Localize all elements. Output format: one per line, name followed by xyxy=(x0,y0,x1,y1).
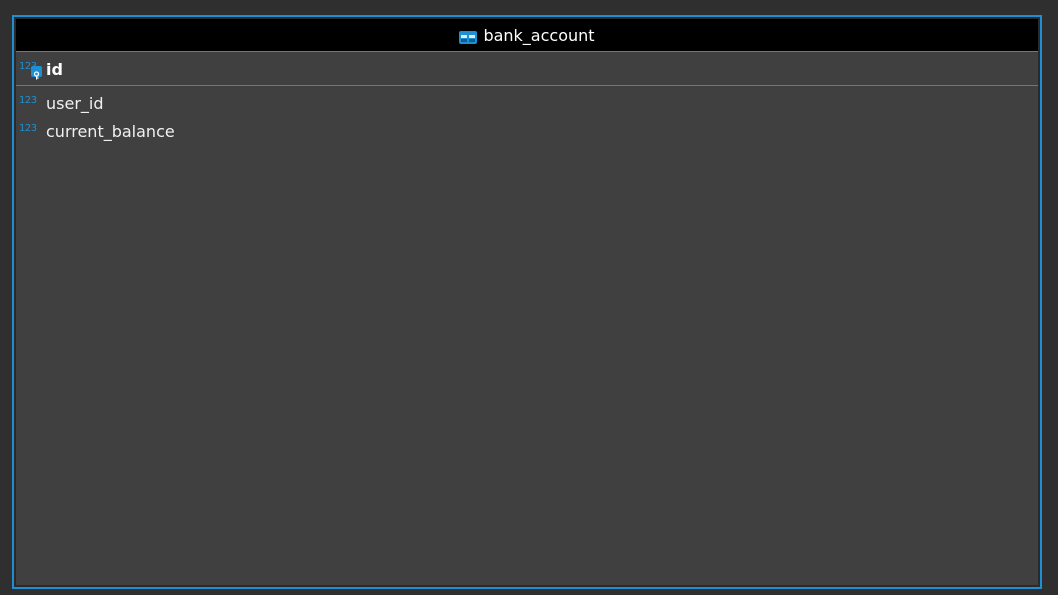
entity-title: bank_account xyxy=(483,25,595,45)
attribute-row[interactable]: 123 user_id xyxy=(16,89,1038,117)
primary-key-icon: 123 xyxy=(19,60,47,80)
numeric-type-icon: 123 xyxy=(19,94,47,112)
attribute-name: current_balance xyxy=(46,121,175,141)
primary-key-row[interactable]: 123 id xyxy=(16,53,1038,86)
entity-title-bar[interactable]: bank_account xyxy=(16,19,1038,52)
numeric-type-label: 123 xyxy=(19,95,37,106)
attribute-list: 123 user_id 123 current_balance xyxy=(16,89,1038,145)
entity-box-bank-account[interactable]: bank_account 123 id 123 user_id 123 xyxy=(12,15,1042,589)
key-badge-icon xyxy=(31,66,42,80)
numeric-type-label: 123 xyxy=(19,123,37,134)
attribute-name: user_id xyxy=(46,93,104,113)
primary-key-name: id xyxy=(46,59,63,79)
table-icon xyxy=(459,29,478,44)
numeric-type-icon: 123 xyxy=(19,122,47,140)
numeric-type-label: 123 xyxy=(19,61,37,72)
attribute-row[interactable]: 123 current_balance xyxy=(16,117,1038,145)
